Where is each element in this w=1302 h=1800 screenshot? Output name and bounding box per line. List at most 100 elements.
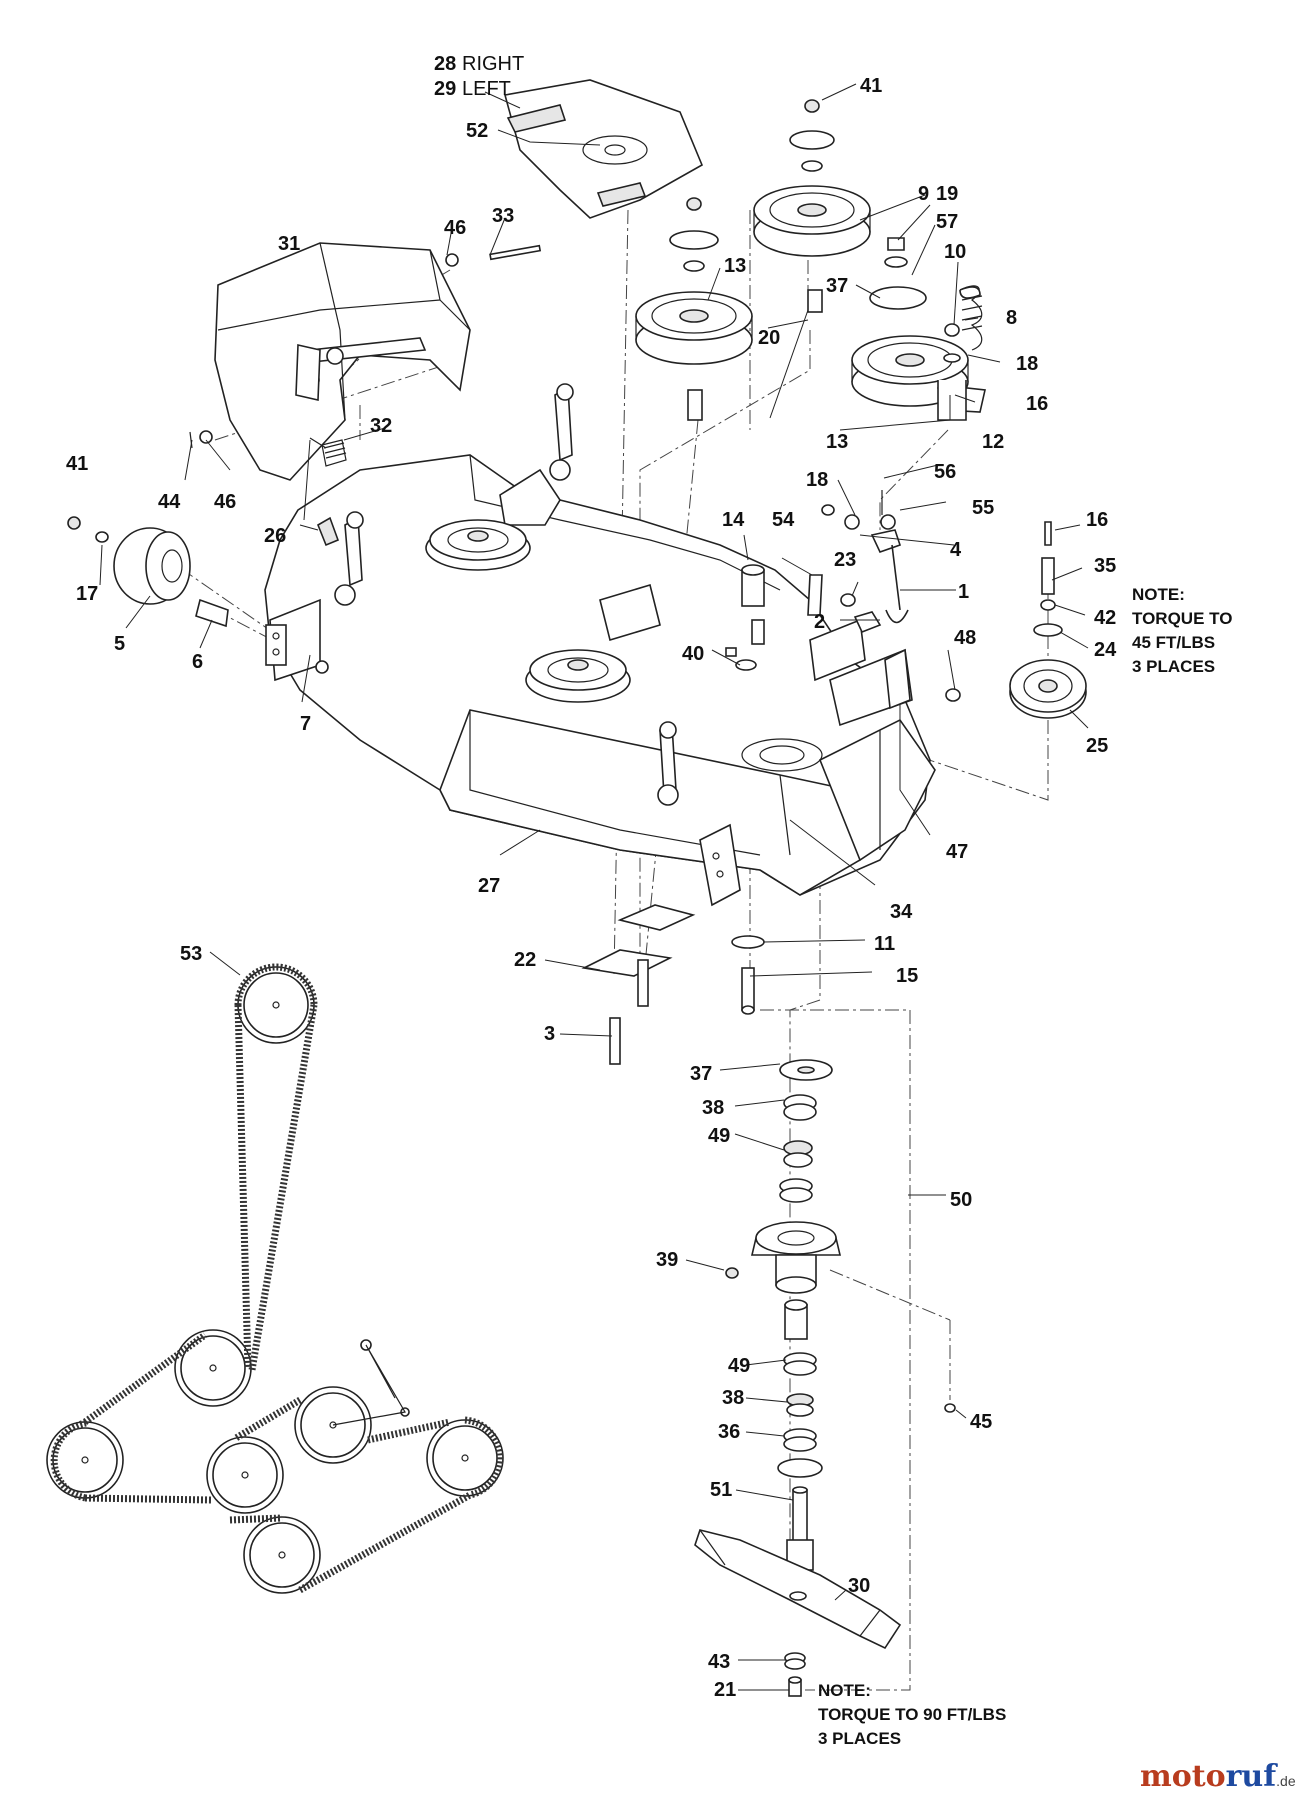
callout-49-top: 49 [708,1125,730,1147]
discharge-chute [214,242,471,481]
callout-49-bottom: 49 [728,1355,750,1377]
watermark-logo: motoruf.de [1140,1759,1296,1794]
svg-text:motoruf.de: motoruf.de [1140,1759,1296,1794]
callout-11: 11 [874,933,895,955]
callout-9: 9 [918,183,929,205]
callout-32: 32 [370,415,392,437]
callout-55: 55 [972,497,994,519]
callout-43: 43 [708,1651,730,1673]
callout-20: 20 [758,327,780,349]
deck-height-arms [317,383,679,806]
callout-27: 27 [478,875,500,897]
callout-18-top: 18 [1016,353,1038,375]
note-top-line-3: 45 FT/LBS [1132,633,1215,652]
note-bottom-line-1: NOTE: [818,1681,871,1700]
callout-6: 6 [192,651,203,673]
callout-40: 40 [682,643,704,665]
callout-34: 34 [890,901,913,923]
callout-52: 52 [466,120,488,142]
callout-41-top: 41 [860,75,882,97]
note-top-line-4: 3 PLACES [1132,657,1215,676]
gauge-wheel-assembly [67,244,542,628]
callout-41-left: 41 [66,453,88,475]
callout-10: 10 [944,241,966,263]
callout-7: 7 [300,713,311,735]
callout-37-bottom: 37 [690,1063,712,1085]
mower-blade [694,1529,902,1697]
side-labels: RIGHT LEFT [462,53,524,100]
callout-45: 45 [970,1411,992,1433]
callout-37-top: 37 [826,275,848,297]
callout-18-mid: 18 [806,469,828,491]
note-bottom-line-2: TORQUE TO 90 FT/LBS [818,1705,1006,1724]
callout-47: 47 [946,841,968,863]
watermark-part-2: ruf [1226,1759,1279,1794]
note-bottom-line-3: 3 PLACES [818,1729,901,1748]
drive-pulley [1009,521,1087,719]
callout-14: 14 [722,509,745,531]
label-right: RIGHT [462,53,524,75]
callout-24: 24 [1094,639,1117,661]
callout-54: 54 [772,509,795,531]
callout-23: 23 [834,549,856,571]
idler-pulley-right [807,237,986,421]
callout-35: 35 [1094,555,1116,577]
watermark-part-1: moto [1140,1759,1226,1794]
callout-57: 57 [936,211,958,233]
spindle-stack [725,1059,956,1581]
callout-12: 12 [982,431,1004,453]
callout-51: 51 [710,1479,732,1501]
leader-lines [99,83,1089,1691]
callout-28: 28 [434,53,456,75]
callout-16-top: 16 [1026,393,1048,415]
callout-1: 1 [958,581,969,603]
callout-48: 48 [954,627,976,649]
callout-29: 29 [434,78,456,100]
callout-44: 44 [158,491,181,513]
deck-spindle-pulleys [425,519,823,772]
callout-13-mid: 13 [826,431,848,453]
callout-39: 39 [656,1249,678,1271]
callout-2: 2 [814,611,825,633]
callout-38-top: 38 [702,1097,724,1119]
callout-13-top: 13 [724,255,746,277]
callout-19: 19 [936,183,958,205]
idler-pulley-top [753,99,871,257]
belt-routing [46,963,504,1594]
callout-56: 56 [934,461,956,483]
callout-3: 3 [544,1023,555,1045]
note-top-line-2: TORQUE TO [1132,609,1232,628]
callout-30: 30 [848,1575,870,1597]
callout-31: 31 [278,233,300,255]
idler-arm-hardware [315,490,961,702]
belt-cover [503,79,704,219]
callout-50: 50 [950,1189,972,1211]
callout-26: 26 [264,525,286,547]
deck-spring [309,437,347,467]
callout-46-top: 46 [444,217,466,239]
callout-labels: 28 29 52 41 9 19 57 10 13 37 8 20 18 16 … [66,53,1117,1701]
watermark-suffix: .de [1276,1773,1296,1789]
base-plates-bolts [581,904,765,1065]
torque-note-top: NOTE: TORQUE TO 45 FT/LBS 3 PLACES [1132,585,1232,676]
label-left: LEFT [462,78,511,100]
callout-36: 36 [718,1421,740,1443]
callout-15: 15 [896,965,918,987]
callout-38-bottom: 38 [722,1387,744,1409]
callout-53: 53 [180,943,202,965]
callout-8: 8 [1006,307,1017,329]
callout-25: 25 [1086,735,1108,757]
callout-17: 17 [76,583,98,605]
callout-33: 33 [492,205,514,227]
callout-22: 22 [514,949,536,971]
callout-5: 5 [114,633,125,655]
callout-16-right: 16 [1086,509,1108,531]
idler-pulley-left [635,197,753,421]
callout-42: 42 [1094,607,1116,629]
callout-21: 21 [714,1679,736,1701]
callout-46-left: 46 [214,491,236,513]
note-top-line-1: NOTE: [1132,585,1185,604]
torque-note-bottom: NOTE: TORQUE TO 90 FT/LBS 3 PLACES [818,1681,1006,1748]
callout-4: 4 [950,539,962,561]
